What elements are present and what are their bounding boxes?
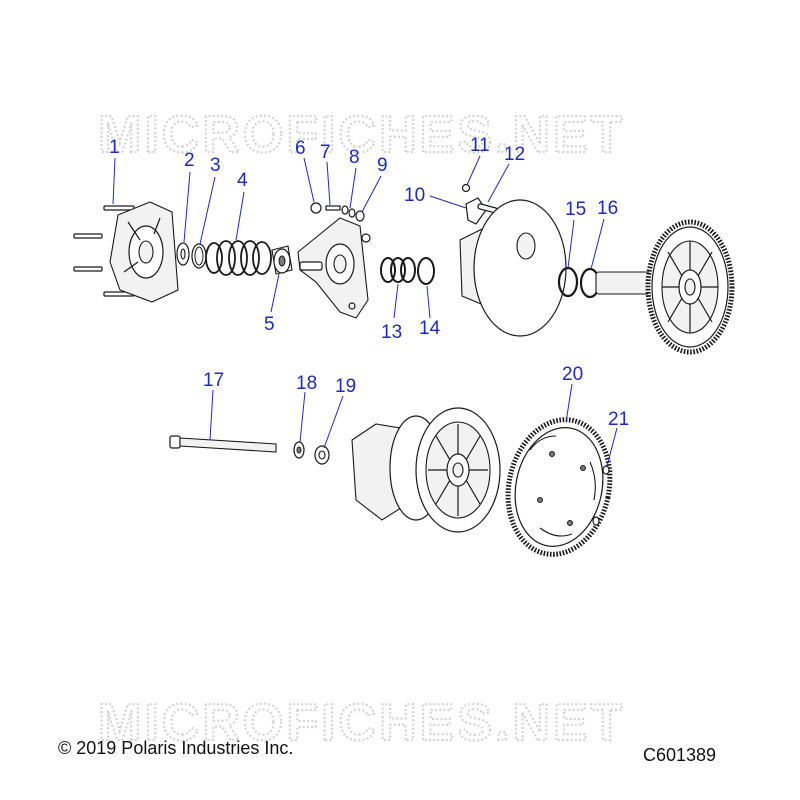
callout-14: 14: [419, 318, 441, 339]
part-cover-plate: [109, 201, 179, 303]
callout-9: 9: [377, 155, 388, 176]
callout-11: 11: [470, 135, 490, 156]
callout-numbers: 1 2 3 4 5 6 7 8 9 10 11 12 13 14 15 16 1…: [109, 135, 629, 430]
callout-6: 6: [295, 138, 306, 159]
part-3-ring: [191, 243, 207, 269]
part-spider-assembly: [297, 202, 371, 319]
part-14-ring: [417, 257, 435, 285]
callout-5: 5: [264, 314, 275, 335]
part-fixed-sheave: [595, 219, 735, 355]
part-17-shaft-bolt: [169, 435, 277, 453]
callout-17: 17: [203, 370, 224, 391]
callout-7: 7: [320, 142, 331, 163]
callout-19: 19: [335, 376, 356, 397]
part-10-weight: [465, 197, 487, 225]
part-13-rings: [380, 257, 416, 283]
part-5-bushing: [271, 245, 293, 275]
callout-16: 16: [597, 198, 618, 219]
copyright-text: © 2019 Polaris Industries Inc.: [58, 738, 294, 758]
callout-21: 21: [608, 409, 629, 430]
part-2-washer: [176, 242, 190, 266]
callout-2: 2: [184, 150, 195, 171]
callout-8: 8: [349, 147, 360, 168]
callout-20: 20: [562, 364, 583, 385]
diagram-code: C601389: [643, 745, 717, 765]
callout-10: 10: [404, 185, 425, 206]
part-18-washer: [293, 441, 305, 459]
part-19-bushing: [314, 445, 330, 465]
callout-1: 1: [109, 137, 120, 158]
leader-lines: [112, 155, 618, 467]
watermark-bottom: MICROFICHES.NET: [98, 694, 625, 752]
part-4-spring: [205, 240, 272, 276]
callout-18: 18: [296, 373, 317, 394]
callout-12: 12: [504, 144, 525, 165]
callout-3: 3: [210, 155, 221, 176]
callout-15: 15: [565, 199, 586, 220]
part-20-ring-gear: [505, 417, 613, 557]
watermark-top: MICROFICHES.NET: [98, 106, 625, 164]
part-lower-clutch-assembly: [351, 407, 501, 533]
callout-13: 13: [381, 322, 402, 343]
part-moveable-sheave: [459, 199, 567, 337]
part-11-nut: [461, 183, 471, 193]
callout-4: 4: [237, 170, 248, 191]
part-21-screws: [592, 465, 610, 526]
